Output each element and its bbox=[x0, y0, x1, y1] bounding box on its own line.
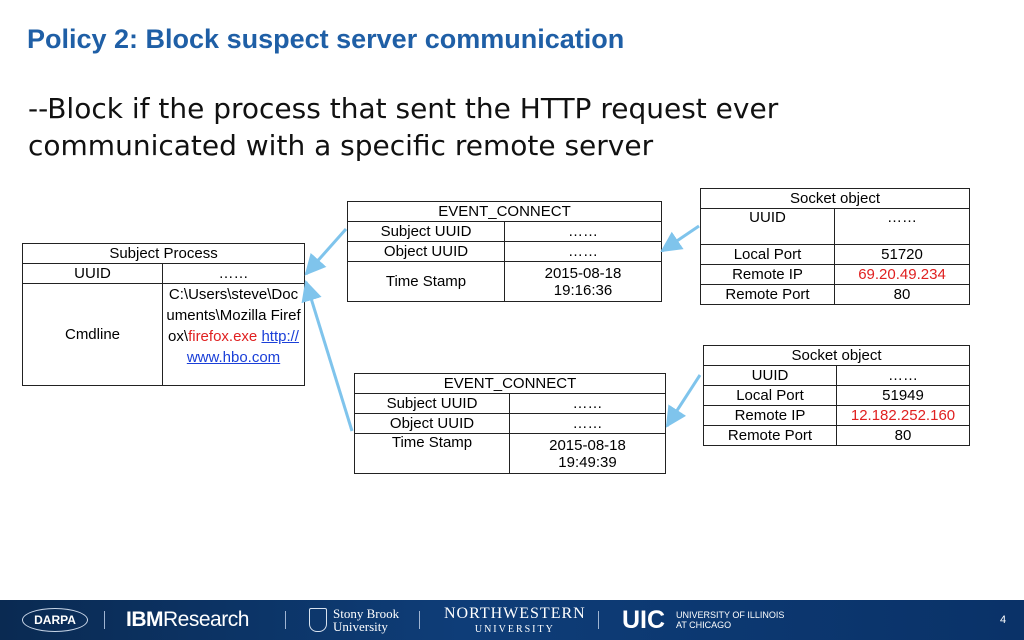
uic-logo: UIC bbox=[622, 606, 666, 634]
cmdline-label: Cmdline bbox=[22, 283, 163, 386]
cmdline-value: C:\Users\steve\Documents\Mozilla Firefox… bbox=[161, 283, 306, 386]
event-connect-table-1: EVENT_CONNECT Subject UUID …… Object UUI… bbox=[347, 201, 662, 302]
stony-brook-line-2: University bbox=[333, 619, 388, 634]
footer-divider bbox=[419, 611, 420, 629]
event-connect-header: EVENT_CONNECT bbox=[347, 201, 662, 222]
timestamp-time: 19:49:39 bbox=[558, 453, 617, 471]
northwestern-line-2: UNIVERSITY bbox=[474, 624, 555, 635]
arrow-socket2-to-event2 bbox=[665, 374, 702, 428]
policy-description-line-1: --Block if the process that sent the HTT… bbox=[28, 92, 779, 125]
remote-ip-value: 69.20.49.234 bbox=[834, 264, 970, 285]
uuid-label: UUID bbox=[703, 365, 837, 386]
darpa-logo: DARPA bbox=[22, 608, 88, 632]
socket-object-table-2: Socket object UUID …… Local Port 51949 R… bbox=[703, 345, 970, 446]
arrow-event1-to-process bbox=[304, 228, 348, 276]
timestamp-date: 2015-08-18 bbox=[549, 436, 626, 454]
timestamp-value: 2015-08-18 19:49:39 bbox=[509, 433, 666, 474]
local-port-value: 51949 bbox=[836, 385, 970, 406]
footer-divider bbox=[104, 611, 105, 629]
subject-process-table: Subject Process UUID …… Cmdline C:\Users… bbox=[21, 243, 306, 386]
timestamp-date: 2015-08-18 bbox=[544, 264, 622, 282]
research-text: Research bbox=[163, 608, 249, 631]
event-connect-table-2: EVENT_CONNECT Subject UUID …… Object UUI… bbox=[354, 373, 666, 474]
northwestern-logo: NORTHWESTERN UNIVERSITY bbox=[444, 606, 586, 638]
cmdline-exe: firefox.exe bbox=[188, 328, 258, 345]
uic-subtitle-line-2: AT CHICAGO bbox=[676, 620, 732, 630]
policy-description: --Block if the process that sent the HTT… bbox=[28, 90, 888, 164]
footer-divider bbox=[285, 611, 286, 629]
local-port-value: 51720 bbox=[834, 244, 970, 265]
footer-divider bbox=[598, 611, 599, 629]
page-number: 4 bbox=[1000, 614, 1007, 626]
cmdline-path: C:\Users\steve\Documents\Mozilla Firefox… bbox=[166, 286, 301, 345]
stony-brook-shield-icon bbox=[309, 608, 327, 632]
uuid-label: UUID bbox=[700, 208, 835, 245]
socket-object-table-1: Socket object UUID …… Local Port 51720 R… bbox=[700, 188, 970, 305]
ibm-research-logo: IBMResearch bbox=[126, 608, 249, 632]
object-uuid-value: …… bbox=[509, 413, 666, 434]
subject-uuid-label: Subject UUID bbox=[347, 221, 505, 242]
remote-port-value: 80 bbox=[836, 425, 970, 446]
timestamp-value: 2015-08-18 19:16:36 bbox=[504, 261, 662, 302]
remote-port-label: Remote Port bbox=[700, 284, 835, 305]
socket-object-header: Socket object bbox=[703, 345, 970, 366]
page-title: Policy 2: Block suspect server communica… bbox=[27, 24, 625, 54]
timestamp-label: Time Stamp bbox=[354, 433, 510, 474]
remote-ip-label: Remote IP bbox=[700, 264, 835, 285]
local-port-label: Local Port bbox=[703, 385, 837, 406]
ibm-text: IBM bbox=[126, 608, 164, 631]
object-uuid-label: Object UUID bbox=[347, 241, 505, 262]
remote-port-label: Remote Port bbox=[703, 425, 837, 446]
northwestern-line-1: NORTHWESTERN bbox=[444, 605, 586, 622]
timestamp-label: Time Stamp bbox=[347, 261, 505, 302]
uic-subtitle-line-1: UNIVERSITY OF ILLINOIS bbox=[676, 610, 785, 620]
policy-description-line-2: communicated with a specific remote serv… bbox=[28, 129, 654, 162]
arrow-socket1-to-event1 bbox=[660, 224, 700, 253]
uuid-value: …… bbox=[834, 208, 970, 245]
arrow-event2-to-process bbox=[301, 279, 354, 432]
remote-port-value: 80 bbox=[834, 284, 970, 305]
stony-brook-line-1: Stony Brook bbox=[333, 606, 400, 621]
cmdline-url-link[interactable]: http://www.hbo.com bbox=[186, 328, 299, 366]
timestamp-time: 19:16:36 bbox=[553, 281, 613, 299]
